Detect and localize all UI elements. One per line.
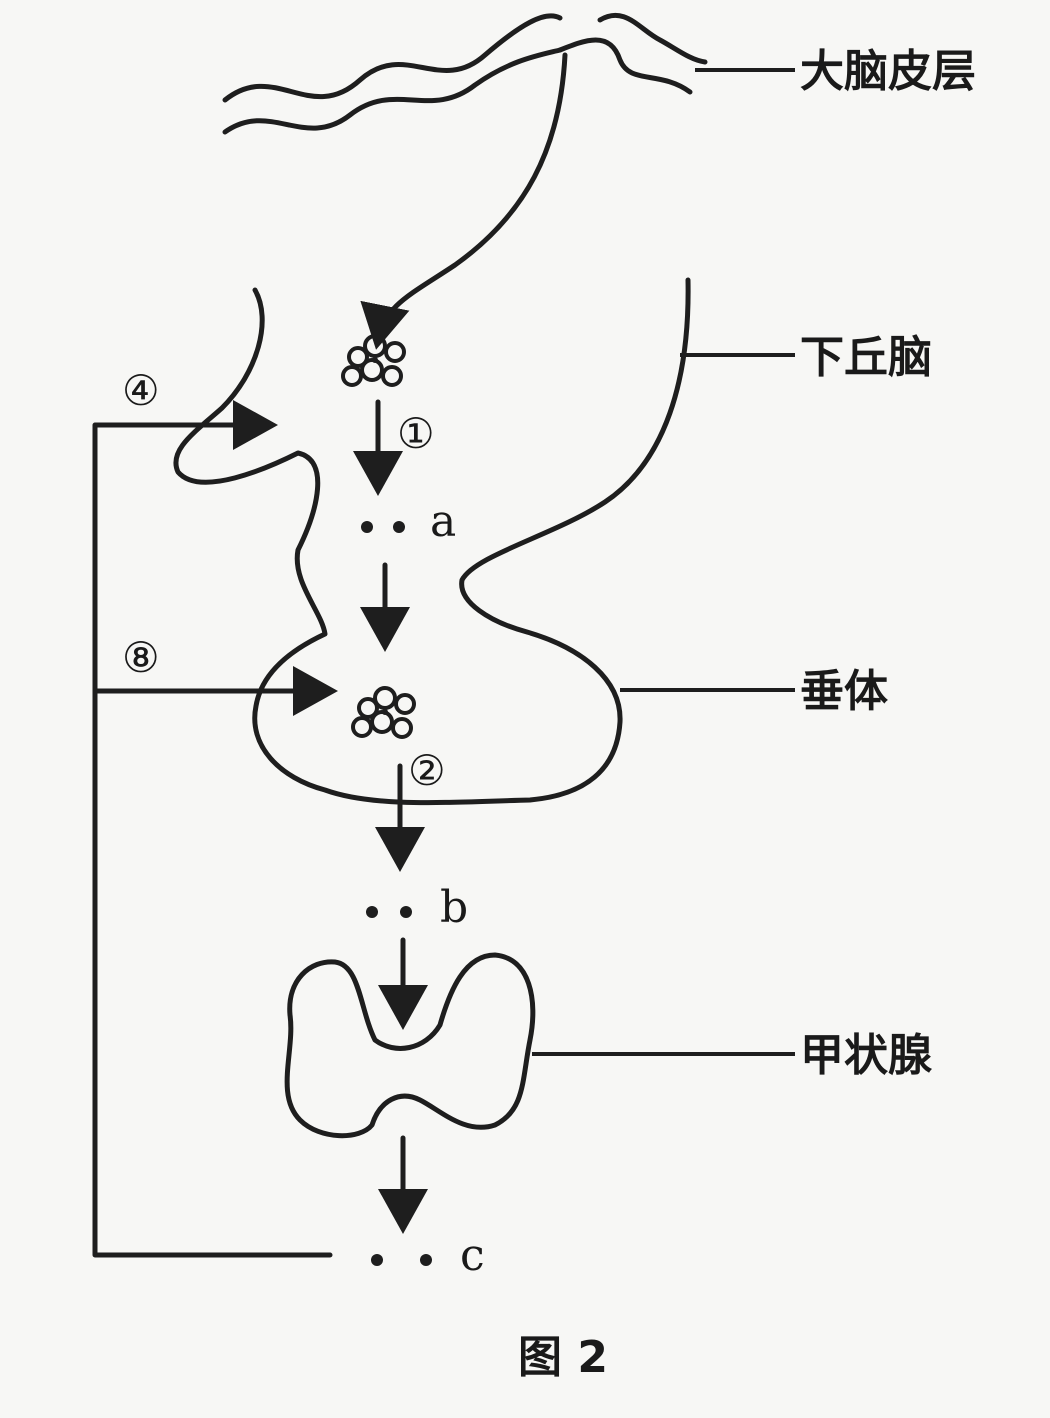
substance-dots bbox=[361, 521, 432, 1266]
hypothalamus-pituitary-outline bbox=[173, 277, 691, 806]
substance-a-label: a bbox=[430, 496, 456, 547]
cortex-to-hypothalamus-arrow bbox=[360, 52, 568, 350]
process-4-label: ④ bbox=[122, 366, 160, 415]
pituitary-label: 垂体 bbox=[800, 666, 888, 717]
thyroid-label: 甲状腺 bbox=[800, 1030, 933, 1081]
leader-lines bbox=[532, 68, 795, 1056]
process-2-label: ② bbox=[408, 746, 446, 795]
substance-b-dot-1 bbox=[366, 906, 378, 918]
substance-b-dot-2 bbox=[400, 906, 412, 918]
substance-a-dot-2 bbox=[393, 521, 405, 533]
feedback-to-hypothalamus bbox=[92, 400, 333, 1258]
feedback-lines bbox=[92, 400, 338, 1258]
figure-caption: 图 2 bbox=[518, 1332, 608, 1383]
hypothalamus-cells bbox=[341, 334, 406, 387]
substance-c-dot-2 bbox=[420, 1254, 432, 1266]
hypothalamus-label: 下丘脑 bbox=[800, 332, 932, 383]
substance-a-dot-1 bbox=[361, 521, 373, 533]
substance-c-label: c bbox=[460, 1230, 485, 1281]
process-1-label: ① bbox=[397, 409, 435, 458]
process-3-label: ⑧ bbox=[122, 633, 160, 682]
substance-c-dot-1 bbox=[371, 1254, 383, 1266]
flow-arrows bbox=[353, 399, 428, 1234]
thyroid-outline bbox=[284, 952, 536, 1139]
pituitary-cells bbox=[351, 686, 416, 739]
cerebral-cortex-label: 大脑皮层 bbox=[800, 46, 976, 97]
cerebral-cortex-shape bbox=[222, 12, 708, 135]
substance-b-label: b bbox=[440, 882, 468, 933]
